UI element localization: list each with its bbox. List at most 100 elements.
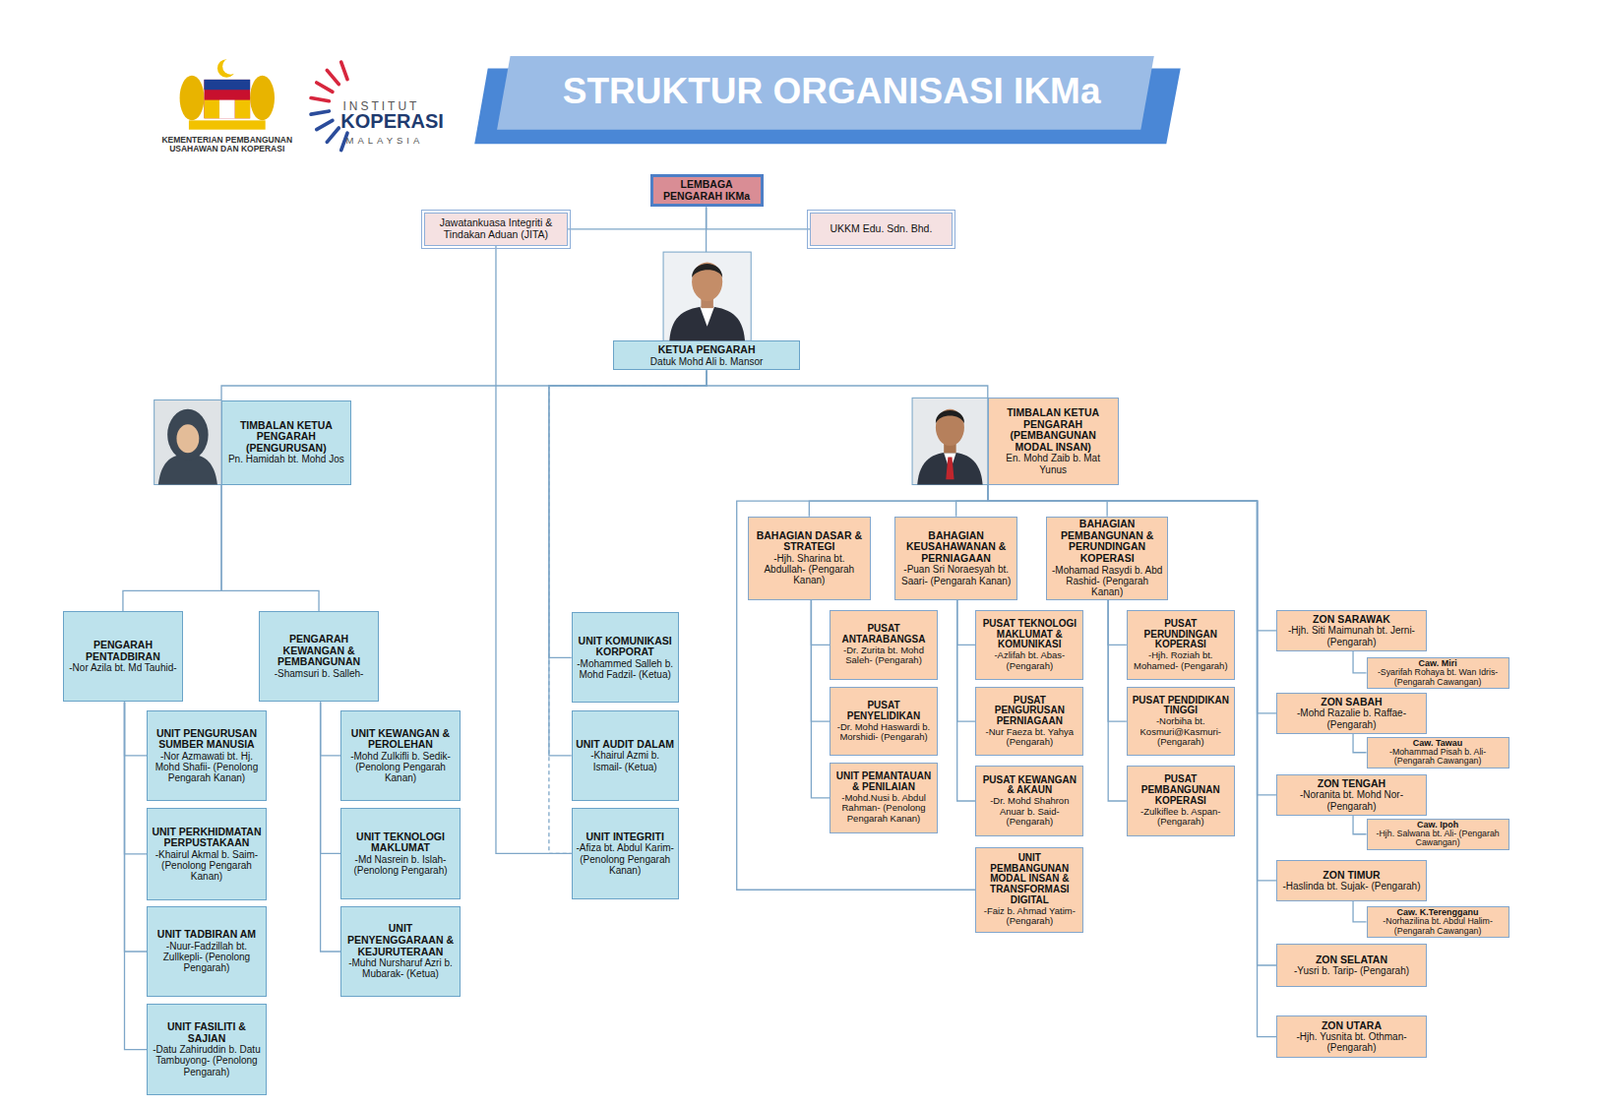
box-person: En. Mohd Zaib b. Mat Yunus: [991, 452, 1115, 475]
connector-line: [124, 701, 148, 952]
org-box: PENGARAH KEWANGAN & PEMBANGUNAN-Shamsuri…: [258, 611, 378, 702]
photo-head: [691, 261, 723, 301]
box-heading: PUSAT TEKNOLOGI MAKLUMAT & KOMUNIKASI: [979, 618, 1080, 651]
org-box: ZON TIMUR-Haslinda bt. Sujak- (Pengarah): [1276, 860, 1426, 901]
box-heading: PUSAT ANTARABANGSA: [833, 623, 934, 646]
logo-stroke: [316, 82, 333, 92]
box-person: -Datu Zahiruddin b. Datu Tambuyong- (Pen…: [150, 1044, 262, 1078]
logo-stroke: [341, 61, 348, 80]
photo-hair: [691, 263, 723, 278]
box-person: -Hjh. Yusnita bt. Othman- (Pengarah): [1280, 1031, 1422, 1053]
org-box: PUSAT PERUNDINGAN KOPERASI-Hjh. Roziah b…: [1126, 610, 1235, 680]
org-box: PUSAT TEKNOLOGI MAKLUMAT & KOMUNIKASI-Az…: [975, 610, 1084, 680]
box-heading: BAHAGIAN PEMBANGUNAN & PERUNDINGAN KOPER…: [1049, 518, 1165, 564]
connector-line: [1353, 815, 1366, 835]
box-heading: UNIT TADBIRAN AM: [157, 928, 256, 941]
org-box: ZON SELATAN-Yusri b. Tarip- (Pengarah): [1276, 943, 1426, 987]
org-box: PUSAT PEMBANGUNAN KOPERASI-Zulkiflee b. …: [1126, 765, 1235, 838]
org-box: PUSAT ANTARABANGSA-Dr. Zurita bt. Mohd S…: [829, 610, 938, 680]
box-heading: ZON SARAWAK: [1312, 614, 1391, 626]
connector-line: [987, 485, 1277, 796]
connector-line: [549, 369, 707, 755]
connector-line: [124, 701, 148, 755]
crest-ribbon: [188, 120, 266, 129]
org-box: UNIT PEMANTAUAN & PENILAIAN-Mohd.Nusi b.…: [829, 762, 938, 835]
photo-head: [935, 409, 965, 446]
org-box: ZON SARAWAK-Hjh. Siti Maimunah bt. Jerni…: [1276, 610, 1426, 651]
org-box: Caw. Miri-Syarifah Rohaya bt. Wan Idris-…: [1366, 657, 1510, 689]
box-person: -Mohd.Nusi b. Abdul Rahman- (Penolong Pe…: [833, 793, 934, 824]
org-box: PUSAT KEWANGAN & AKAUN-Dr. Mohd Shahron …: [975, 765, 1084, 838]
org-box: UNIT INTEGRITI-Afiza bt. Abdul Karim- (P…: [571, 807, 679, 899]
org-box: UKKM Edu. Sdn. Bhd.: [809, 212, 952, 247]
crest-tiger: [249, 75, 275, 122]
org-box: UNIT FASILITI & SAJIAN-Datu Zahiruddin b…: [146, 1003, 266, 1095]
box-person: -Khairul Akmal b. Saim- (Penolong Pengar…: [150, 849, 262, 883]
connector-line: [1107, 600, 1127, 722]
org-box: UNIT TEKNOLOGI MAKLUMAT-Md Nasrein b. Is…: [340, 807, 460, 899]
connector-line: [124, 701, 148, 855]
org-box: ZON SABAH-Mohd Razalie b. Raffae- (Penga…: [1276, 692, 1426, 734]
logo-text: KOPERASI: [340, 110, 463, 133]
org-box: UNIT KEWANGAN & PEROLEHAN-Mohd Zulkifli …: [340, 710, 460, 801]
connector-line: [987, 485, 1277, 714]
box-person: -Mohamad Rasydi b. Abd Rashid- (Pengarah…: [1049, 564, 1165, 599]
connector-line: [810, 600, 830, 722]
connector-line: [124, 701, 148, 1049]
box-person: -Afiza bt. Abdul Karim- (Penolong Pengar…: [575, 842, 676, 876]
box-heading: ZON SABAH: [1320, 696, 1382, 709]
box-heading: Jawatankuasa Integriti & Tindakan Aduan …: [428, 217, 563, 241]
box-heading: LEMBAGA PENGARAH IKMa: [656, 179, 758, 202]
org-box: UNIT KOMUNIKASI KORPORAT-Mohammed Salleh…: [571, 612, 679, 703]
box-person: Pn. Hamidah bt. Mohd Jos: [228, 453, 345, 465]
logo-stroke: [310, 111, 329, 115]
box-heading: Caw. K.Terengganu: [1397, 908, 1479, 918]
box-person: -Shamsuri b. Salleh-: [274, 668, 365, 679]
box-person: -Dr. Zurita bt. Mohd Saleh- (Pengarah): [833, 645, 934, 667]
logo-text: KEMENTERIAN PEMBANGUNAN USAHAWAN DAN KOP…: [153, 135, 302, 155]
connector-line: [810, 600, 830, 646]
org-box: Caw. K.Terengganu-Norhazilina bt. Abdul …: [1366, 906, 1510, 938]
box-heading: PUSAT PENDIDIKAN TINGGI: [1130, 695, 1231, 718]
box-heading: PUSAT PERUNDINGAN KOPERASI: [1130, 618, 1231, 651]
box-person: -Dr. Mohd Haswardi b. Morshidi- (Pengara…: [833, 722, 934, 743]
org-box: BAHAGIAN KEUSAHAWANAN & PERNIAGAAN-Puan …: [894, 516, 1017, 601]
photo-frame: [154, 399, 222, 485]
box-person: -Mohammed Salleh b. Mohd Fadzil- (Ketua): [575, 658, 676, 680]
org-box: UNIT PERKHIDMATAN PERPUSTAKAAN-Khairul A…: [146, 807, 266, 900]
box-heading: UNIT INTEGRITI: [585, 831, 664, 844]
box-person: -Zulkiflee b. Aspan- (Pengarah): [1130, 806, 1231, 828]
box-person: -Puan Sri Noraesyah bt. Saari- (Pengarah…: [898, 563, 1013, 586]
box-heading: UKKM Edu. Sdn. Bhd.: [829, 223, 932, 236]
crest-tiger: [180, 75, 205, 122]
box-person: -Khairul Azmi b. Ismail- (Ketua): [575, 749, 676, 772]
connector-line: [957, 600, 977, 801]
logo-stroke: [316, 120, 333, 129]
connector-line: [123, 485, 222, 613]
box-heading: UNIT PENYENGGARAAN & KEJURUTERAAN: [344, 923, 456, 958]
org-box: UNIT PENYENGGARAAN & KEJURUTERAAN-Muhd N…: [340, 906, 460, 997]
org-box: ZON UTARA-Hjh. Yusnita bt. Othman- (Peng…: [1276, 1015, 1426, 1059]
box-person: -Dr. Mohd Shahron Anuar b. Said- (Pengar…: [979, 796, 1080, 827]
org-box: PUSAT PENGURUSAN PERNIAGAAN-Nur Faeza bt…: [975, 686, 1084, 757]
box-person: -Hjh. Sharina bt. Abdullah- (Pengarah Ka…: [751, 553, 866, 587]
box-person: -Md Nasrein b. Islah- (Penolong Pengarah…: [344, 854, 456, 876]
photo-shirt: [943, 452, 956, 472]
logo-stroke: [326, 69, 339, 84]
photo-neck: [700, 296, 713, 308]
org-box: UNIT PEMBANGUNAN MODAL INSAN & TRANSFORM…: [975, 847, 1084, 933]
connector-line: [1107, 600, 1127, 646]
box-heading: UNIT PEMBANGUNAN MODAL INSAN & TRANSFORM…: [979, 853, 1080, 907]
org-box: BAHAGIAN DASAR & STRATEGI-Hjh. Sharina b…: [747, 516, 870, 601]
org-box: Jawatankuasa Integriti & Tindakan Aduan …: [424, 212, 567, 247]
box-person: -Nuur-Fadzillah bt. Zullkepli- (Penolong…: [150, 940, 262, 975]
box-heading: UNIT PEMANTAUAN & PENILAIAN: [833, 771, 934, 794]
box-heading: BAHAGIAN KEUSAHAWANAN & PERNIAGAAN: [898, 530, 1013, 565]
org-box: PUSAT PENYELIDIKAN-Dr. Mohd Haswardi b. …: [829, 686, 938, 757]
box-heading: ZON SELATAN: [1315, 954, 1388, 967]
box-person: -Mohd Zulkifli b. Sedik- (Penolong Penga…: [344, 750, 456, 785]
crest-shield-panel: [203, 100, 220, 120]
box-person: -Norbiha bt. Kosmuri@Kasmuri- (Pengarah): [1130, 716, 1231, 747]
box-heading: PUSAT PENGURUSAN PERNIAGAAN: [979, 695, 1080, 728]
connector-line: [706, 206, 811, 229]
